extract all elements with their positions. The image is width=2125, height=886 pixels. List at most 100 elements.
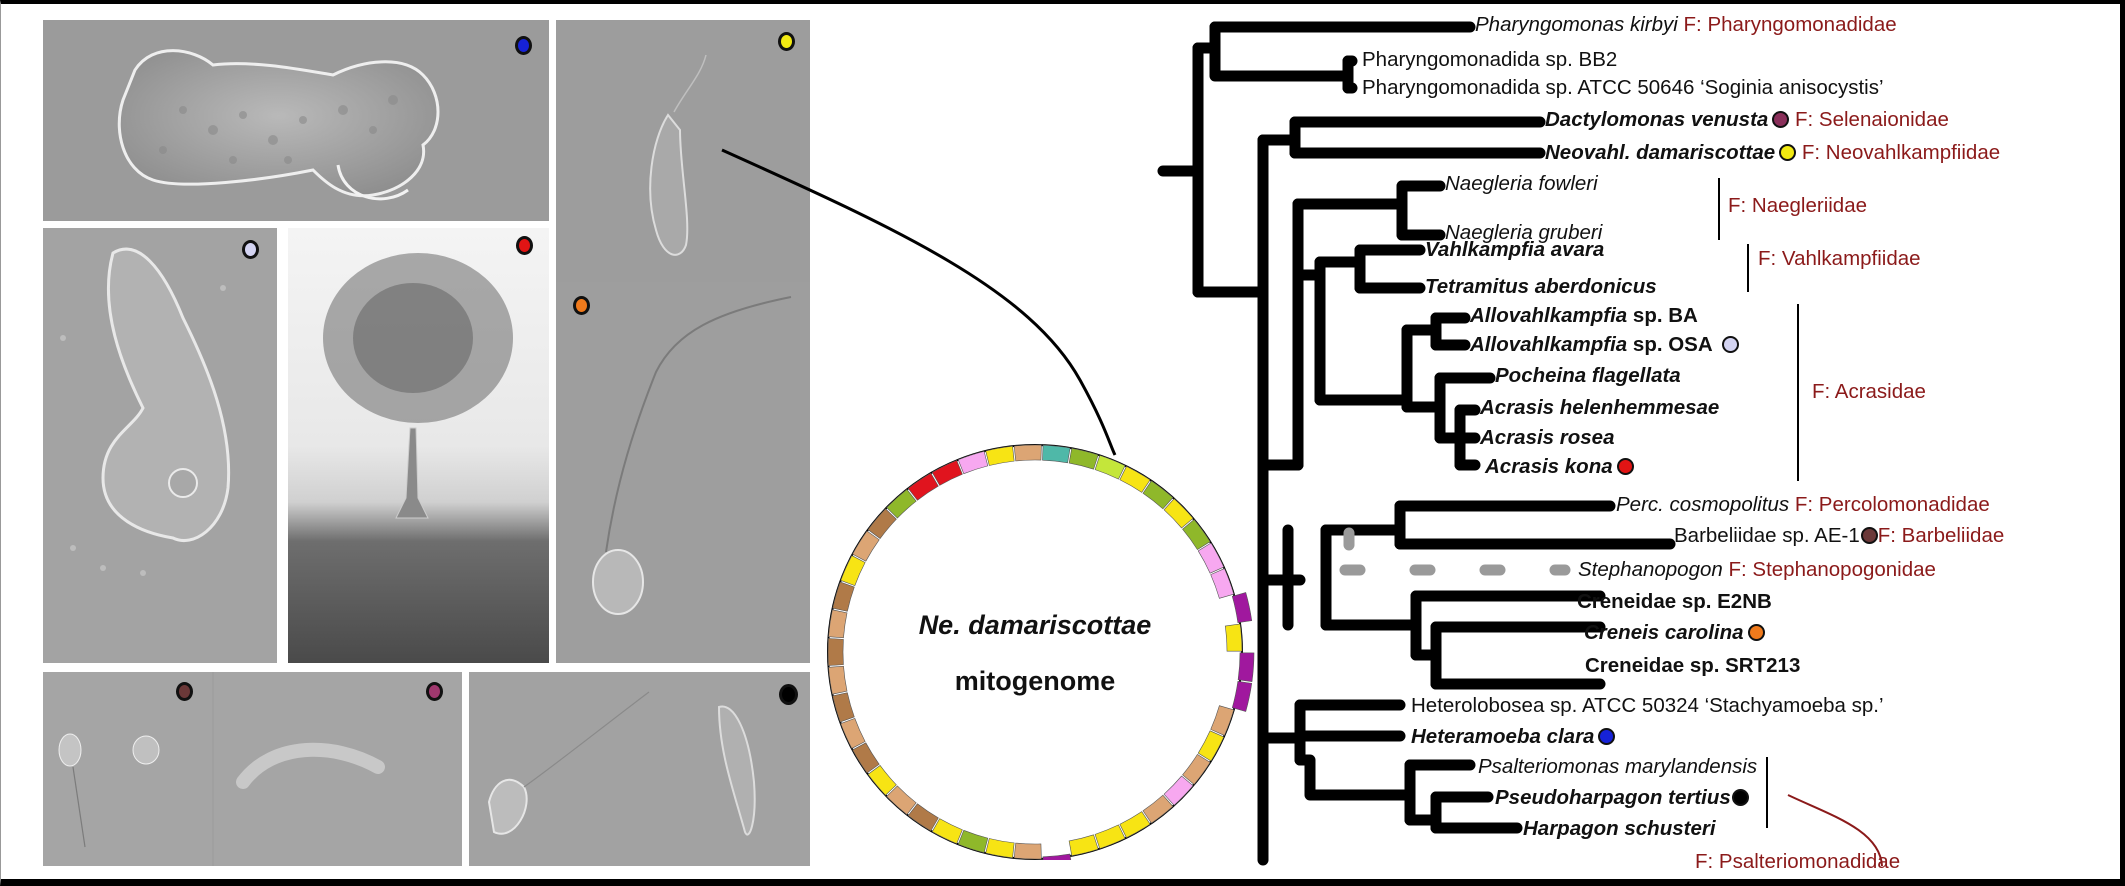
taxon-name: Acrasis rosea (1480, 426, 1615, 449)
mitogenome-gene-segment (886, 785, 917, 816)
marker-dot-darkbrown (176, 682, 193, 701)
mitogenome-gene-segment (1142, 480, 1174, 510)
mitogenome-title-line2: mitogenome (954, 666, 1116, 696)
taxon-name: Pseudoharpagon tertius (1495, 786, 1731, 809)
family-label: F: Stephanopogonidae (1728, 558, 1936, 581)
sorocarp-micrograph (323, 253, 513, 519)
mitogenome-gene-segment (867, 765, 897, 796)
marker-dot-lavender (242, 240, 259, 259)
mitogenome-gene-segment (1163, 498, 1194, 529)
mitogenome-gene-segment (867, 508, 897, 539)
family-psalteriomonadidae: F: Psalteriomonadidae (1695, 850, 1901, 873)
mitogenome-gene-segment (1119, 811, 1151, 839)
flagellate-micrograph (649, 54, 707, 256)
mitogenome-gene-segment (1210, 568, 1235, 599)
mitogenome-gene-segment (1182, 519, 1211, 551)
taxon-heterolobosea-atcc50324: Heterolobosea sp. ATCC 50324 ‘Stachyamoe… (1411, 694, 1884, 718)
taxon-vahlkampfia-avara: Vahlkampfia avara (1425, 238, 1604, 262)
mitogenome-gene-segment (840, 555, 866, 586)
taxon-pocheina-flagellata: Pocheina flagellata (1495, 364, 1681, 388)
marker-dot-yellow (1779, 144, 1797, 161)
taxon-acrasis-rosea: Acrasis rosea (1480, 426, 1614, 450)
mitogenome-gene-segment (1013, 444, 1042, 462)
taxon-name: Perc. cosmopolitus (1616, 493, 1790, 516)
taxon-tetramitus-aberdonicus: Tetramitus aberdonicus (1425, 275, 1657, 299)
taxon-creneidae-srt213: Creneidae sp. SRT213 (1585, 654, 1800, 678)
taxon-allovahlkampfia-osa: Allovahlkampfia sp. OSA (1470, 333, 1740, 357)
taxon-name: Pocheina flagellata (1495, 364, 1681, 387)
mitogenome-gene-segment (827, 638, 844, 666)
marker-dot-darkbrown (1860, 527, 1878, 544)
taxon-name: Pharyngomonadida sp. BB2 (1362, 48, 1618, 71)
mitogenome-gene-segment (907, 803, 939, 832)
mitogenome-gene-segment (832, 581, 855, 612)
marker-dot-red (1616, 458, 1634, 475)
taxon-psalteriomonas-marylandensis: Psalteriomonas marylandensis (1478, 755, 1757, 779)
family-acrasidae: F: Acrasidae (1812, 380, 1926, 403)
family-vahlkampfiidae: F: Vahlkampfiidae (1758, 247, 1921, 270)
family-brackets (1718, 178, 1799, 828)
mitogenome-gene-segment (1197, 730, 1225, 762)
mitogenome-gene-segment (1163, 775, 1194, 806)
marker-dot-red (516, 236, 533, 255)
marker-dot-orange (1747, 624, 1765, 641)
mitogenome-gene-segment (985, 838, 1015, 859)
family-label: F: Selenaionidae (1795, 108, 1949, 131)
mitogenome-gene-segment (1094, 455, 1126, 480)
taxon-pharyngomonadida-atcc50646: Pharyngomonadida sp. ATCC 50646 ‘Soginia… (1362, 76, 1884, 100)
taxon-pharyngomonadida-bb2: Pharyngomonadida sp. BB2 (1362, 48, 1617, 72)
mitogenome-gene-segment (1182, 753, 1211, 785)
taxon-name: Heteramoeba clara (1411, 725, 1595, 748)
amoeba-micrograph (117, 49, 440, 201)
mitogenome-gene-segment (852, 742, 880, 774)
taxon-name: Naegleria fowleri (1445, 172, 1598, 195)
marker-dot-yellow (778, 32, 795, 51)
taxon-name: Creneidae sp. E2NB (1577, 590, 1772, 613)
mitogenome-gene-segment (931, 818, 963, 845)
marker-dot-blue (515, 36, 532, 55)
taxon-name: Dactylomonas venusta (1545, 108, 1769, 131)
mitogenome-gene-segment (1197, 542, 1225, 574)
flagellate-micrographs (58, 672, 385, 866)
taxon-name: Tetramitus aberdonicus (1425, 275, 1657, 298)
taxon-name: Barbeliidae sp. AE-1 (1674, 524, 1860, 547)
marker-dot-black (1731, 789, 1749, 806)
taxon-name: Harpagon schusteri (1523, 817, 1716, 840)
taxon-name: Stephanopogon (1578, 558, 1723, 581)
mitogenome-map: Ne. damariscottae mitogenome (810, 440, 1260, 872)
panel-barbeliidae-dactylomonas (43, 672, 462, 866)
taxon-allovahlkampfia-ba: Allovahlkampfia sp. BA (1470, 304, 1698, 328)
amoeba-micrograph (60, 247, 231, 576)
taxon-pseudoharpagon-tertius: Pseudoharpagon tertius (1495, 786, 1749, 810)
taxon-name: Neovahl. damariscottae (1545, 141, 1776, 164)
taxon-stephanopogon: Stephanopogon F: Stephanopogonidae (1578, 558, 1936, 582)
taxon-creneis-carolina: Creneis carolina (1584, 621, 1765, 645)
stephanopogon-dashed-branch (1339, 527, 1571, 576)
family-label: F: Neovahlkampfiidae (1801, 141, 2001, 164)
family-naegleriidae: F: Naegleriidae (1728, 194, 1868, 217)
panel-pseudoharpagon-tertius (469, 672, 810, 866)
taxon-name: Pharyngomonadida sp. ATCC 50646 ‘Soginia… (1362, 76, 1884, 99)
psalteriomonadidae-callout-curve (1787, 794, 1883, 867)
taxon-name: Vahlkampfia avara (1425, 238, 1605, 261)
mitogenome-gene-segment (931, 459, 963, 486)
family-label: F: Barbeliidae (1877, 524, 2005, 547)
taxon-dactylomonas-venusta: Dactylomonas venusta F: Selenaionidae (1545, 108, 1949, 132)
panel-heteramoeba-clara (43, 20, 549, 221)
taxon-name: Psalteriomonas marylandensis (1478, 755, 1758, 778)
family-label: F: Pharyngomonadidae (1683, 13, 1897, 36)
marker-dot-lavender (1722, 336, 1740, 353)
tree-branches (1157, 21, 1676, 866)
taxon-name: Allovahlkampfia (1470, 304, 1628, 327)
mitogenome-gene-segment (828, 609, 848, 639)
marker-dot-blue (1598, 728, 1616, 745)
mitogenome-gene-segment (907, 472, 939, 501)
family-label: F: Percolomonadidae (1794, 493, 1990, 516)
taxon-suffix: sp. OSA (1627, 333, 1713, 356)
taxon-perc-cosmopolitus: Perc. cosmopolitus F: Percolomonadidae (1616, 493, 1990, 517)
mitogenome-gene-segment (828, 665, 848, 695)
marker-dot-magenta (426, 682, 443, 701)
mitogenome-gene-segment (957, 450, 989, 475)
